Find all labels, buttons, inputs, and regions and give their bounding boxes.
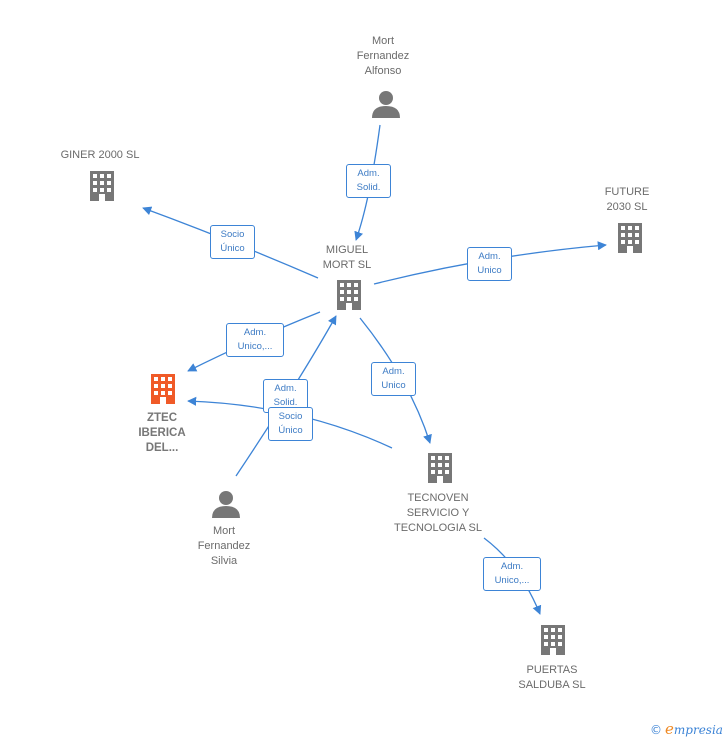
ztec-iberica-building-icon[interactable] <box>151 374 175 404</box>
brand-initial: e <box>665 720 674 738</box>
edge-label-tecnoven-puertas[interactable]: Adm. Unico,... <box>483 557 541 591</box>
giner-2000-building-icon[interactable] <box>90 171 114 201</box>
edge-label-miguel-ztec[interactable]: Adm. Unico,... <box>226 323 284 357</box>
edge-label-miguel-future[interactable]: Adm. Unico <box>467 247 512 281</box>
miguel-mort-building-icon[interactable] <box>337 280 361 310</box>
puertas-salduba-building-icon[interactable] <box>541 625 565 655</box>
node-label-mort-fernandez-silvia[interactable]: Mort Fernandez Silvia <box>197 525 251 567</box>
node-label-puertas-salduba[interactable]: PUERTAS SALDUBA SL <box>518 664 586 691</box>
mort-fernandez-silvia-person-icon[interactable] <box>212 491 240 518</box>
node-label-tecnoven[interactable]: TECNOVEN SERVICIO Y TECNOLOGIA SL <box>393 492 483 534</box>
empresia-logo[interactable]: ©empresia <box>650 720 723 738</box>
node-label-mort-fernandez-alfonso[interactable]: Mort Fernandez Alfonso <box>356 35 410 77</box>
copyright-symbol: © <box>650 723 662 737</box>
node-label-ztec-iberica[interactable]: ZTEC IBERICA DEL... <box>138 412 186 454</box>
node-label-giner-2000[interactable]: GINER 2000 SL <box>60 149 140 161</box>
edge-label-miguel-giner[interactable]: Socio Único <box>210 225 255 259</box>
node-label-miguel-mort[interactable]: MIGUEL MORT SL <box>322 244 372 271</box>
node-label-future-2030[interactable]: FUTURE 2030 SL <box>604 186 650 213</box>
tecnoven-building-icon[interactable] <box>428 453 452 483</box>
mort-fernandez-alfonso-person-icon[interactable] <box>372 91 400 118</box>
edge-label-tecnoven-ztec[interactable]: Socio Único <box>268 407 313 441</box>
future-2030-building-icon[interactable] <box>618 223 642 253</box>
edge-label-alfonso-miguel[interactable]: Adm. Solid. <box>346 164 391 198</box>
brand-name: mpresia <box>673 723 723 737</box>
edge-label-tecnoven-miguel[interactable]: Adm. Unico <box>371 362 416 396</box>
